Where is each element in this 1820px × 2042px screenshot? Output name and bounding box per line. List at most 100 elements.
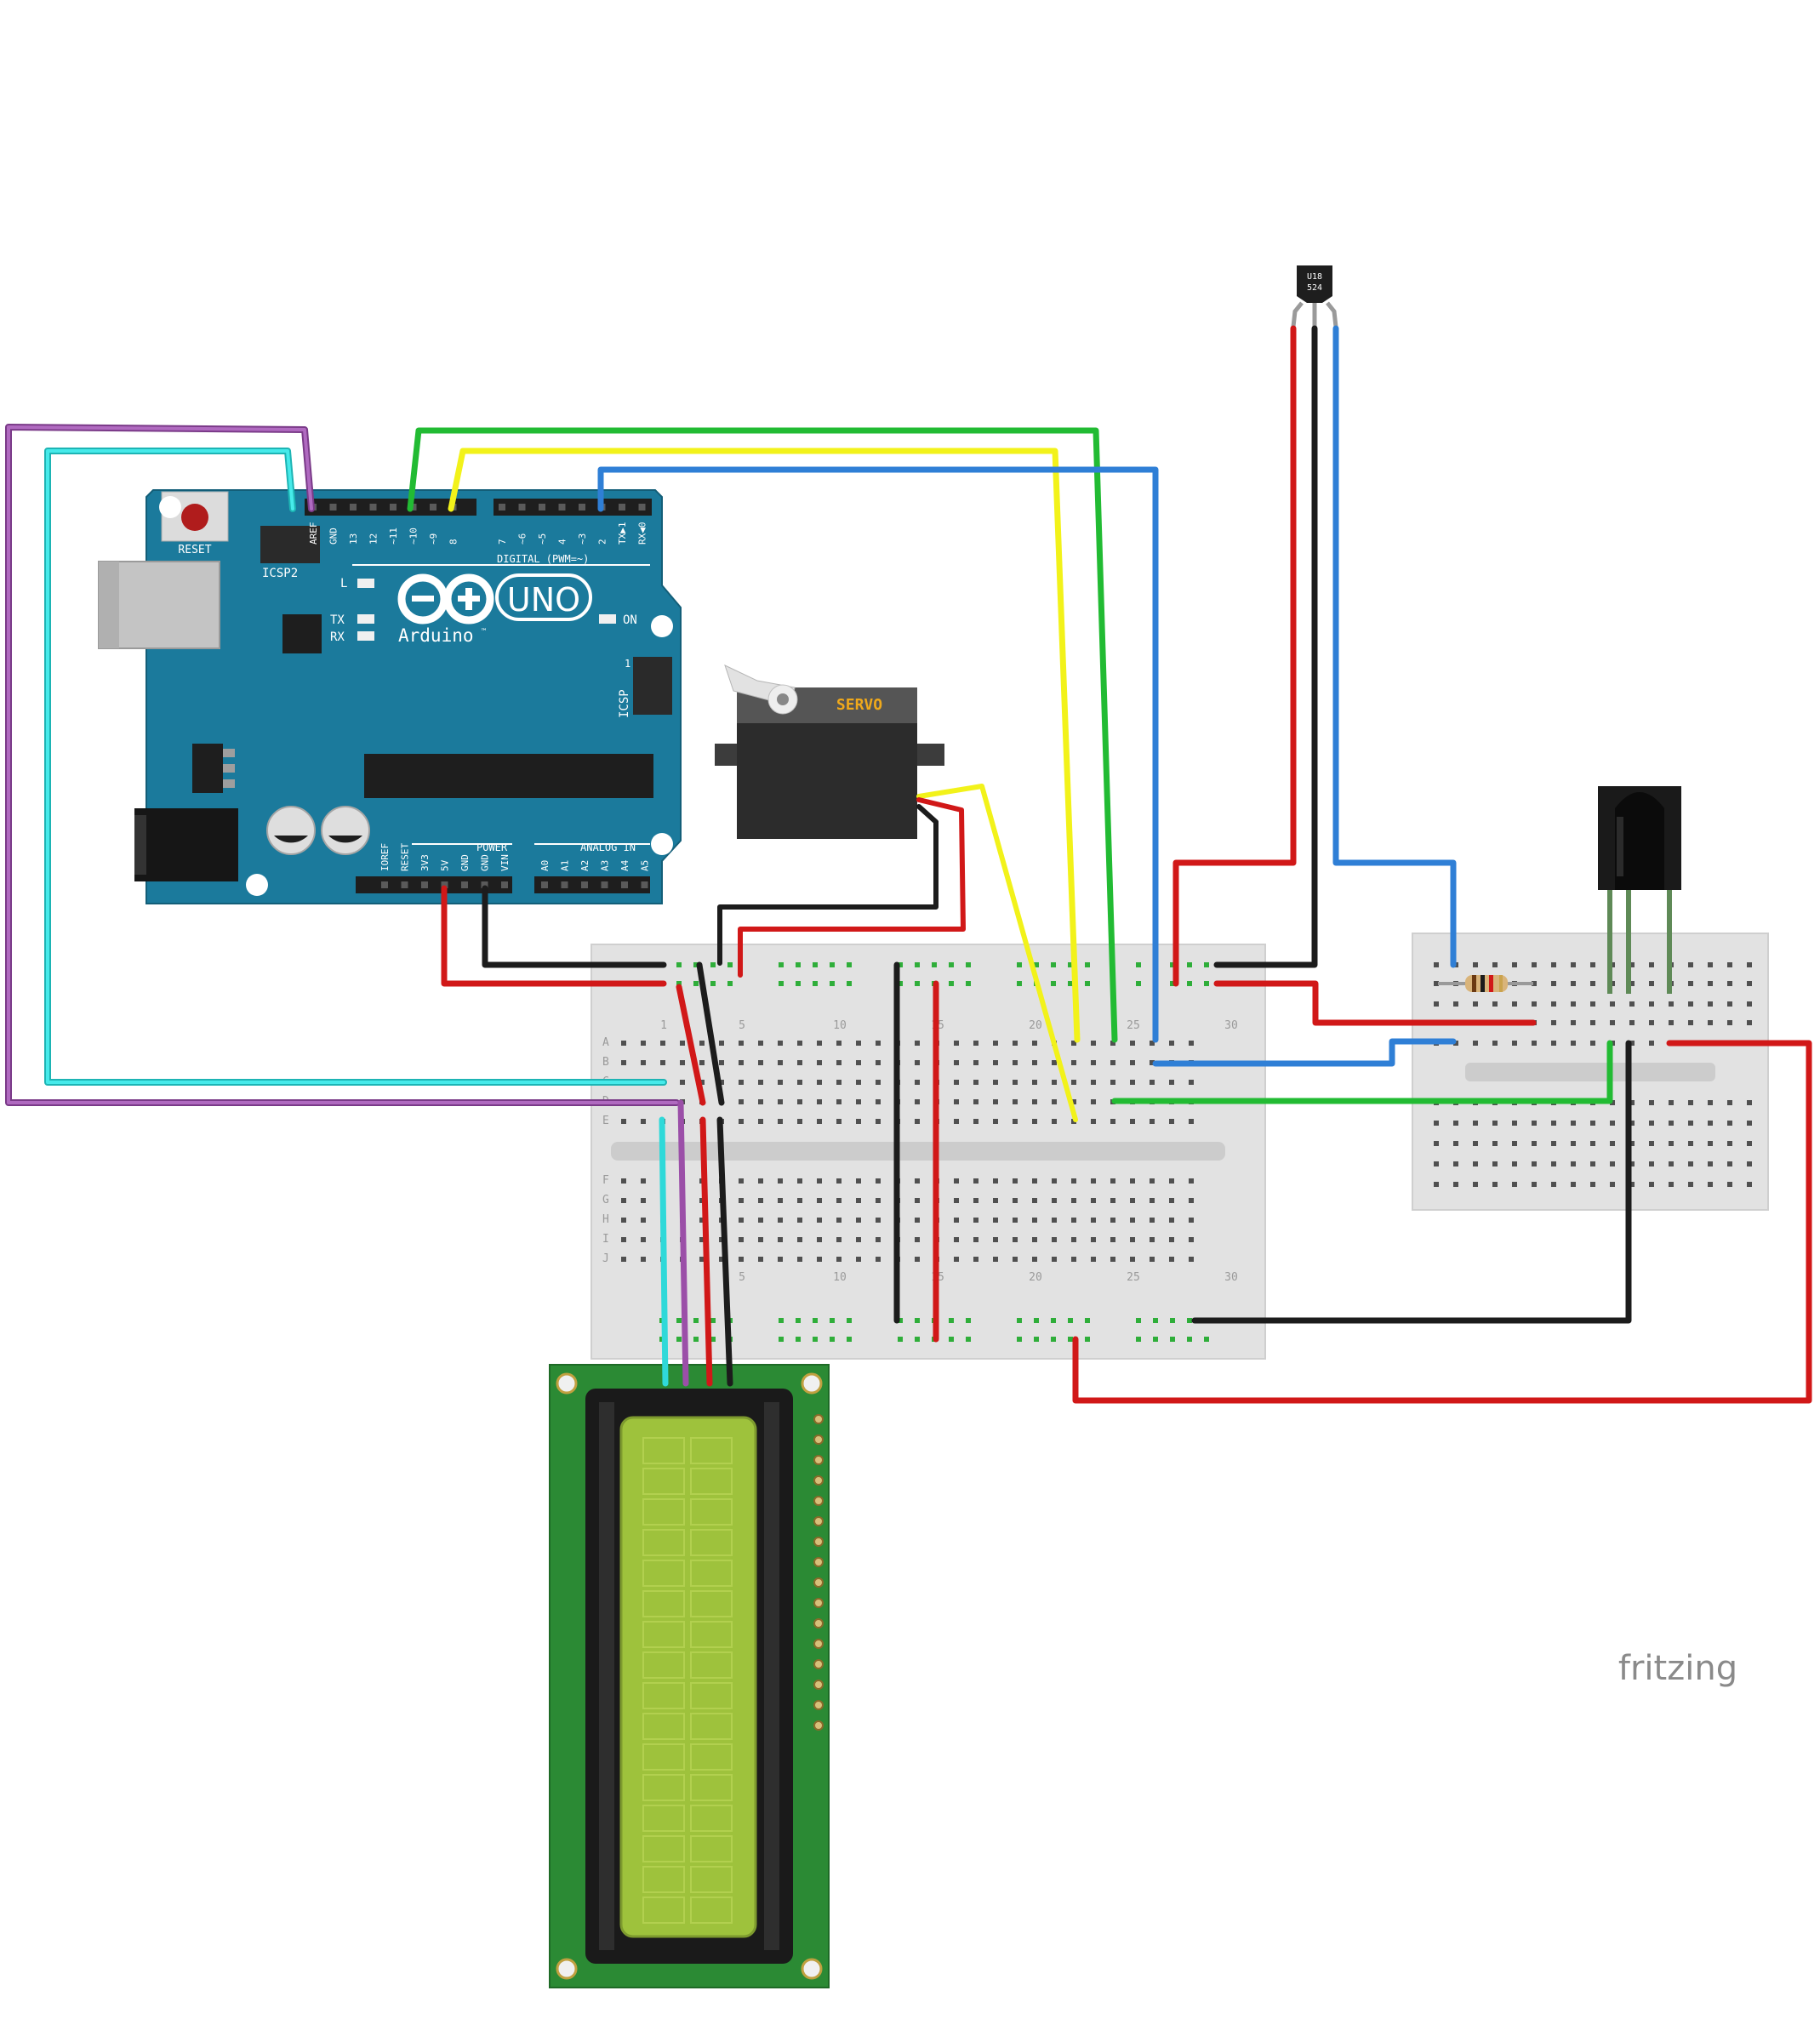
breadboard-hole <box>856 1198 861 1203</box>
analog-pin-label: A0 <box>539 860 551 871</box>
breadboard-hole <box>973 1080 978 1085</box>
breadboard-hole <box>1551 1161 1556 1166</box>
breadboard-hole <box>797 1080 802 1085</box>
breadboard-hole <box>1052 1218 1057 1223</box>
breadboard-hole <box>1150 1257 1155 1262</box>
header-pin <box>421 881 428 888</box>
rail-hole <box>1085 962 1090 967</box>
digital-pin-label: 7 <box>497 539 508 545</box>
breadboard-hole <box>1551 1041 1556 1046</box>
breadboard-hole <box>1532 1161 1537 1166</box>
breadboard-hole <box>641 1218 646 1223</box>
breadboard-hole <box>699 1060 705 1065</box>
wire-small-blue <box>1152 1038 1457 1067</box>
breadboard-hole <box>1169 1080 1174 1085</box>
breadboard-hole <box>758 1080 763 1085</box>
breadboard-hole <box>660 1060 665 1065</box>
breadboard-hole <box>1571 1041 1576 1046</box>
lcd-character-cell <box>642 1805 685 1832</box>
small-breadboard-holes <box>1434 962 1752 1187</box>
rail-hole <box>847 1337 852 1342</box>
breadboard-hole <box>1189 1237 1194 1242</box>
lcd-pin <box>813 1720 824 1731</box>
row-label-h: H <box>602 1213 609 1226</box>
breadboard-hole <box>1013 1237 1018 1242</box>
breadboard-hole <box>993 1060 998 1065</box>
reset-label: RESET <box>178 544 211 556</box>
rail-hole <box>847 1318 852 1323</box>
breadboard-hole <box>1649 1001 1654 1007</box>
breadboard-hole <box>1512 962 1517 967</box>
rail-hole <box>1017 962 1022 967</box>
lcd-character-cell <box>690 1560 733 1587</box>
lcd-pin <box>813 1680 824 1690</box>
header-pin <box>561 881 568 888</box>
sensor-label-line1: U18 <box>1307 272 1322 282</box>
breadboard-hole <box>836 1237 842 1242</box>
col-number: 20 <box>1029 1271 1042 1284</box>
rail-hole <box>813 1318 818 1323</box>
rail-hole <box>915 1337 920 1342</box>
analog-pin-label: A5 <box>640 860 651 871</box>
rail-hole <box>1204 962 1209 967</box>
col-number: 30 <box>1224 1019 1238 1032</box>
lcd-mounting-hole <box>801 1372 823 1395</box>
breadboard-hole <box>1649 1041 1654 1046</box>
wire-ir-green <box>1111 1040 1613 1104</box>
lcd-pin <box>813 1598 824 1608</box>
breadboard-hole <box>778 1041 783 1046</box>
lcd-module <box>549 1364 830 1988</box>
breadboard-hole <box>1110 1060 1115 1065</box>
breadboard-hole <box>641 1178 646 1184</box>
breadboard-hole <box>1512 1041 1517 1046</box>
breadboard-hole <box>1747 1141 1752 1146</box>
lcd-character-cell <box>690 1621 733 1648</box>
breadboard-hole <box>1071 1178 1076 1184</box>
col-number: 5 <box>739 1271 745 1284</box>
breadboard-hole <box>1669 1161 1674 1166</box>
breadboard-hole <box>1512 1121 1517 1126</box>
breadboard-hole <box>1130 1257 1135 1262</box>
breadboard-hole <box>758 1060 763 1065</box>
breadboard-hole <box>1590 981 1595 986</box>
breadboard-hole <box>1688 1141 1693 1146</box>
breadboard-hole <box>719 1257 724 1262</box>
led-tx <box>357 614 374 624</box>
wire-rail-to-small-red <box>1213 980 1537 1026</box>
row-label-j: J <box>602 1252 609 1265</box>
breadboard-hole <box>817 1178 822 1184</box>
breadboard-hole <box>1747 962 1752 967</box>
breadboard-hole <box>856 1099 861 1104</box>
breadboard-hole <box>1091 1198 1096 1203</box>
wire-servo-black <box>717 804 939 966</box>
lcd-pin <box>813 1414 824 1424</box>
lcd-character-cell <box>642 1651 685 1679</box>
breadboard-hole <box>699 1041 705 1046</box>
rail-hole <box>813 981 818 986</box>
breadboard-hole <box>1189 1119 1194 1124</box>
breadboard-hole <box>1629 962 1635 967</box>
breadboard-hole <box>1189 1257 1194 1262</box>
breadboard-hole <box>1688 1182 1693 1187</box>
breadboard-hole <box>1013 1257 1018 1262</box>
breadboard-hole <box>1052 1178 1057 1184</box>
lcd-pin <box>813 1475 824 1486</box>
rail-hole <box>1017 1318 1022 1323</box>
resistor <box>1438 975 1533 992</box>
breadboard-hole <box>1629 1141 1635 1146</box>
breadboard-hole <box>1551 1001 1556 1007</box>
breadboard-hole <box>778 1237 783 1242</box>
breadboard-hole <box>1071 1257 1076 1262</box>
breadboard-hole <box>1091 1178 1096 1184</box>
breadboard-hole <box>1747 1182 1752 1187</box>
breadboard-hole <box>1032 1257 1037 1262</box>
breadboard-hole <box>758 1119 763 1124</box>
breadboard-hole <box>739 1218 744 1223</box>
breadboard-hole <box>1610 1121 1615 1126</box>
rail-hole <box>847 981 852 986</box>
breadboard-hole <box>1669 1121 1674 1126</box>
breadboard-hole <box>778 1218 783 1223</box>
breadboard-hole <box>1532 981 1537 986</box>
breadboard-hole <box>1571 981 1576 986</box>
